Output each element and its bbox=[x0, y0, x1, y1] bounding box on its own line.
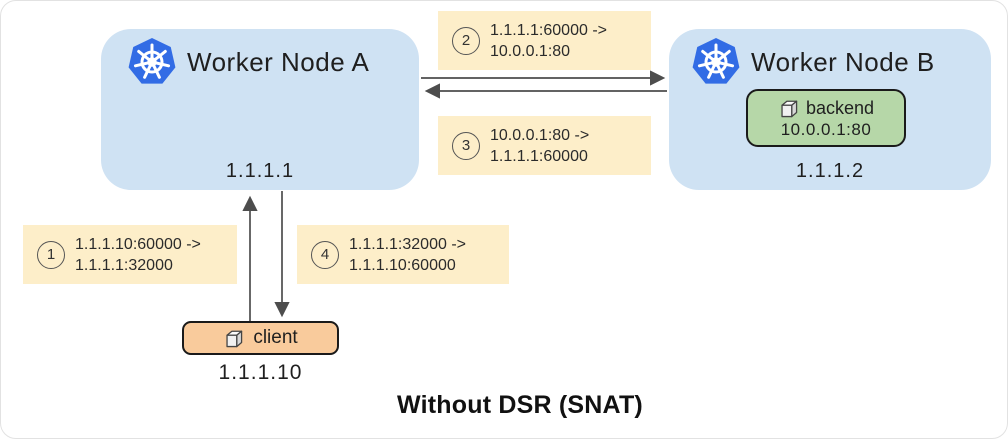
flow-label-3: 3 10.0.0.1:80 -> 1.1.1.1:60000 bbox=[438, 116, 651, 175]
kubernetes-icon bbox=[692, 38, 740, 84]
flow-label-4: 4 1.1.1.1:32000 -> 1.1.1.10:60000 bbox=[297, 225, 509, 284]
client-label: client bbox=[253, 327, 298, 348]
flow-label-2: 2 1.1.1.1:60000 -> 10.0.0.1:80 bbox=[438, 11, 651, 70]
worker-node-b: Worker Node B backend 10.0.0.1:80 1.1.1.… bbox=[669, 29, 991, 190]
flow-3-line1: 10.0.0.1:80 -> bbox=[490, 126, 590, 144]
flow-1-line2: 1.1.1.1:32000 bbox=[75, 256, 173, 274]
worker-node-b-title: Worker Node B bbox=[751, 47, 935, 77]
flow-1-line1: 1.1.1.10:60000 -> bbox=[75, 235, 201, 253]
backend-label: backend bbox=[805, 97, 875, 118]
step-number-2: 2 bbox=[452, 26, 480, 55]
client-node: client bbox=[182, 321, 339, 355]
client-ip: 1.1.1.10 bbox=[218, 361, 303, 384]
flow-2-line2: 10.0.0.1:80 bbox=[490, 42, 571, 60]
step-number-1: 1 bbox=[37, 240, 65, 269]
step-number-3: 3 bbox=[452, 131, 480, 160]
flow-label-1: 1 1.1.1.10:60000 -> 1.1.1.1:32000 bbox=[23, 225, 237, 284]
diagram-title: Without DSR (SNAT) bbox=[397, 391, 643, 419]
worker-node-a: Worker Node A 1.1.1.1 bbox=[101, 29, 419, 190]
worker-node-a-title: Worker Node A bbox=[187, 47, 370, 77]
step-number-4: 4 bbox=[311, 240, 339, 269]
flow-2-line1: 1.1.1.1:60000 -> bbox=[490, 21, 607, 39]
backend-pod: backend 10.0.0.1:80 bbox=[746, 89, 906, 147]
flow-4-line1: 1.1.1.1:32000 -> bbox=[349, 235, 466, 253]
backend-address: 10.0.0.1:80 bbox=[780, 119, 872, 139]
worker-node-a-ip: 1.1.1.1 bbox=[225, 160, 295, 182]
worker-node-b-ip: 1.1.1.2 bbox=[795, 160, 865, 182]
container-cube-icon bbox=[781, 100, 798, 117]
flow-3-line2: 1.1.1.1:60000 bbox=[490, 147, 588, 165]
kubernetes-icon bbox=[128, 38, 176, 84]
flow-4-line2: 1.1.1.10:60000 bbox=[349, 256, 456, 274]
container-cube-icon bbox=[226, 330, 243, 347]
